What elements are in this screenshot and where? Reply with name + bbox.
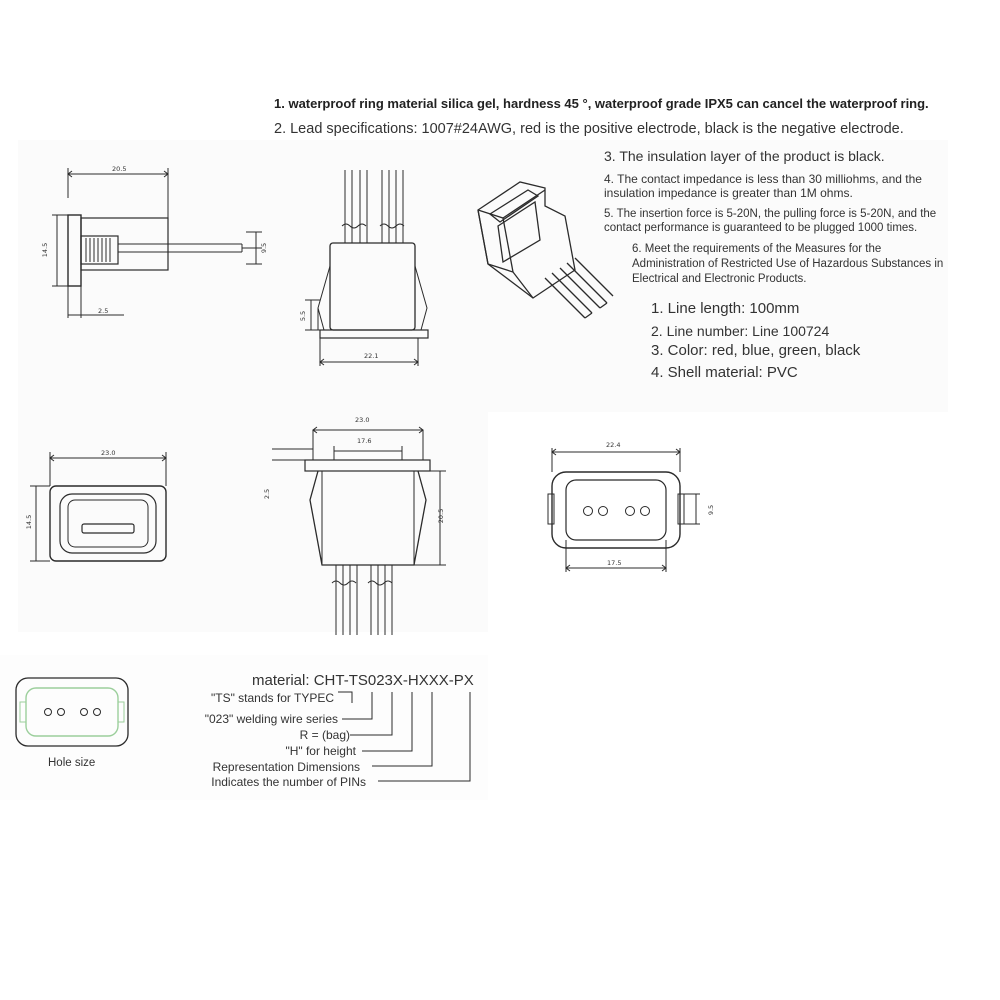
spec-line-6a: 6. Meet the requirements of the Measures… <box>632 243 882 255</box>
dim-rear-inner: 17.5 <box>607 559 622 567</box>
spec-line-5a: 5. The insertion force is 5-20N, the pul… <box>604 208 937 220</box>
part-code-label-ts: "TS" stands for TYPEC <box>210 691 334 705</box>
isometric-view-drawing <box>477 181 614 319</box>
spec-line-6b: Administration of Restricted Use of Haza… <box>632 258 944 270</box>
part-code-title: material: CHT-TS023X-HXXX-PX <box>252 672 474 689</box>
spec-line-4b: insulation impedance is greater than 1M … <box>604 186 853 200</box>
spec-line-1: 1. waterproof ring material silica gel, … <box>274 96 929 111</box>
front-view-drawing <box>305 170 429 366</box>
hole-size-label: Hole size <box>48 757 96 769</box>
spec-line-5b: contact performance is guaranteed to be … <box>604 222 918 234</box>
side-view-drawing <box>52 168 262 318</box>
dim-front-flange: 5.5 <box>299 310 308 322</box>
part-code-value: CHT-TS023X-HXXX-PX <box>313 672 474 689</box>
part-code-label-height: "H" for height <box>285 744 356 758</box>
dim-rear-width: 22.4 <box>606 441 621 449</box>
part-code-label-series: "023" welding wire series <box>204 712 338 726</box>
dim-side-pin: 9.5 <box>260 242 269 254</box>
drawing-panel-middle <box>18 412 488 632</box>
wire-spec-number: 2. Line number: Line 100724 <box>651 323 830 339</box>
hole-size-drawing <box>15 677 129 747</box>
part-code-label-pins: Indicates the number of PINs <box>211 775 366 789</box>
part-code-leaders <box>338 691 471 782</box>
part-code-prefix: material: <box>252 672 310 689</box>
dim-side-flange: 2.5 <box>98 307 109 315</box>
dim-mid-inner: 17.6 <box>357 437 372 445</box>
dim-mid-outer: 23.0 <box>355 416 370 424</box>
wire-spec-color: 3. Color: red, blue, green, black <box>651 342 861 359</box>
middle-view-drawing <box>272 426 446 635</box>
dim-top-width: 23.0 <box>101 449 116 457</box>
dim-side-height: 14.5 <box>41 242 50 258</box>
dim-mid-flange: 2.5 <box>263 488 272 500</box>
dim-front-width: 22.1 <box>364 352 379 360</box>
top-view-drawing <box>30 452 167 562</box>
wire-spec-shell: 4. Shell material: PVC <box>651 364 798 381</box>
dim-mid-height: 20.5 <box>437 508 446 524</box>
spec-line-2: 2. Lead specifications: 1007#24AWG, red … <box>274 121 904 137</box>
dim-side-width: 20.5 <box>112 165 127 173</box>
drawing-panel-bottom <box>0 655 488 800</box>
rear-view-drawing <box>547 448 700 572</box>
part-code-label-dimensions: Representation Dimensions <box>212 760 360 774</box>
part-code-label-bag: R = (bag) <box>299 728 350 742</box>
drawing-panel-top <box>18 140 948 412</box>
spec-line-4a: 4. The contact impedance is less than 30… <box>604 172 922 186</box>
dim-rear-height: 9.5 <box>707 504 716 516</box>
spec-line-6c: Electrical and Electronic Products. <box>632 273 807 285</box>
spec-line-3: 3. The insulation layer of the product i… <box>604 148 885 164</box>
wire-spec-length: 1. Line length: 100mm <box>651 300 800 317</box>
dim-top-height: 14.5 <box>25 514 34 530</box>
